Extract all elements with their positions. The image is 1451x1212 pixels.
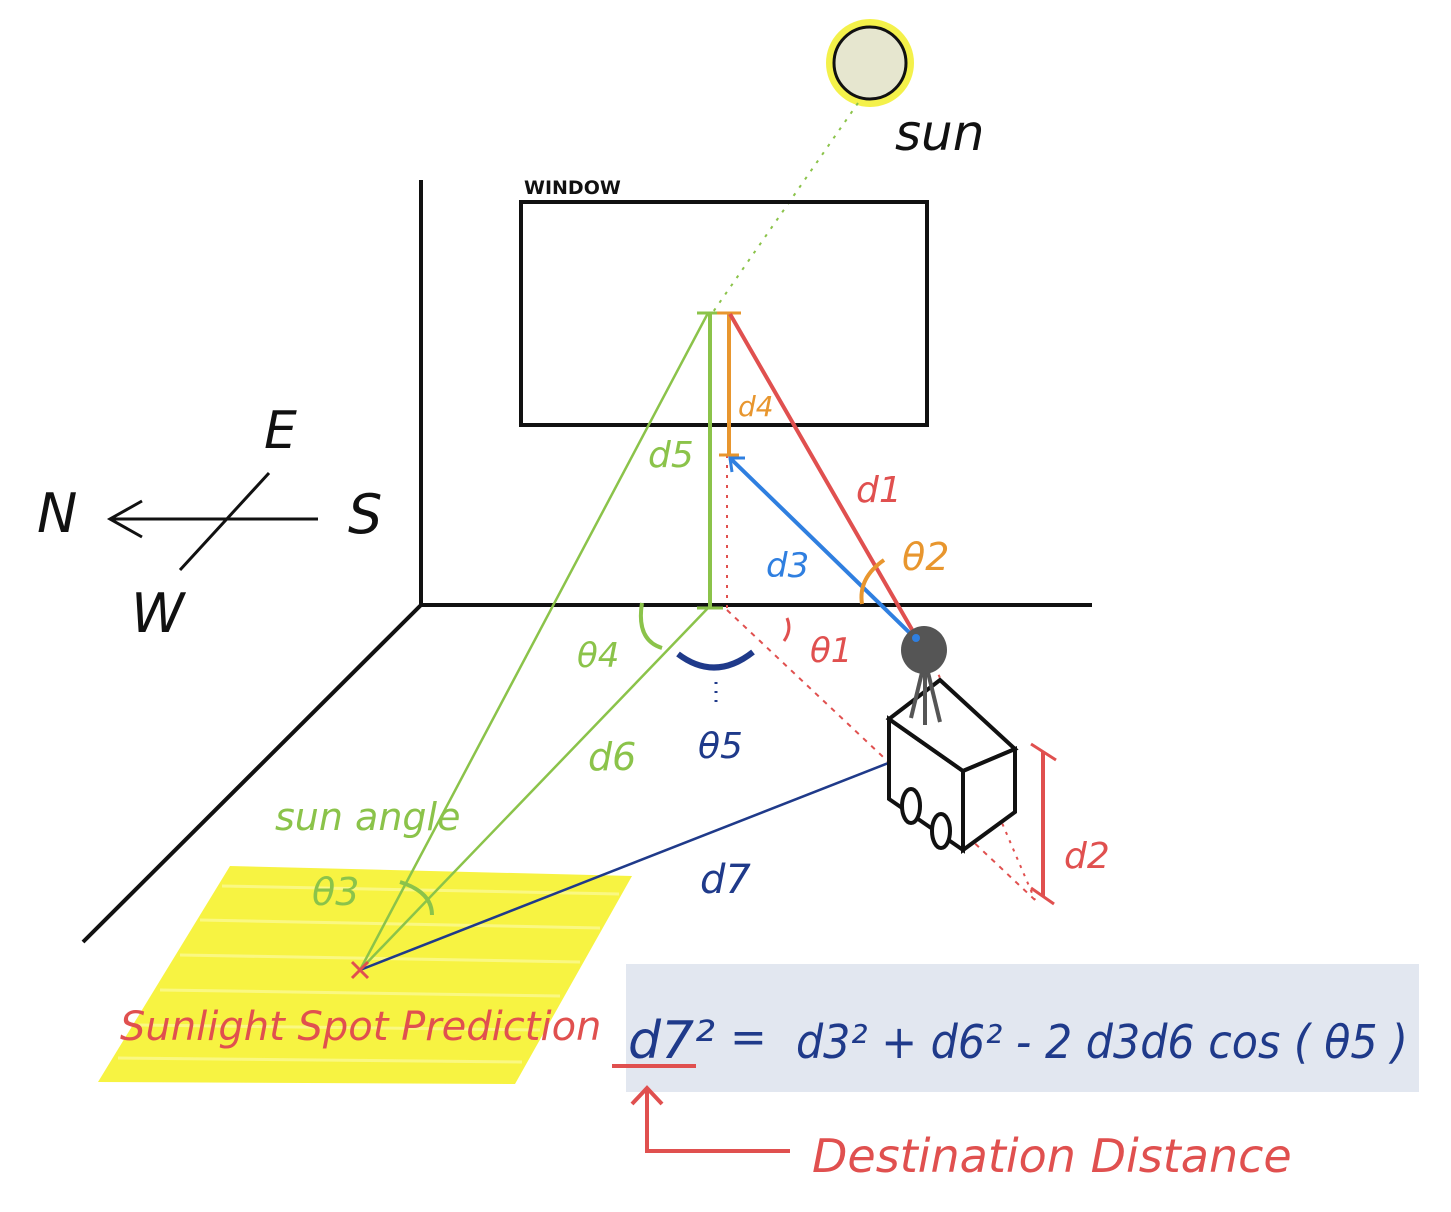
sun-angle-label: sun angle	[275, 795, 460, 839]
sun-label: sun	[895, 104, 984, 162]
theta2-label: θ2	[902, 535, 949, 579]
d2-top-cap	[1030, 742, 1057, 762]
compass-east-label: E	[264, 401, 297, 461]
theta5-label: θ5	[698, 726, 743, 767]
theta1-label: θ1	[810, 631, 852, 671]
formula-rhs: d3² + d6² - 2 d3d6 cos ( θ5 )	[796, 1015, 1408, 1069]
d7-line	[359, 758, 897, 972]
d3-arrowhead	[728, 456, 745, 473]
destination-arrow	[630, 1085, 790, 1153]
theta4-arc	[639, 602, 663, 650]
theta4-label: θ4	[577, 636, 619, 676]
compass-north-label: N	[37, 482, 77, 545]
destination-label: Destination Distance	[812, 1129, 1292, 1183]
theta1-arc	[782, 617, 791, 642]
theta3-label: θ3	[312, 870, 359, 914]
d1-label: d1	[856, 470, 902, 511]
d4-label: d4	[738, 390, 774, 423]
d3-label: d3	[766, 546, 809, 586]
robot	[885, 677, 1019, 854]
compass-west-label: W	[131, 582, 187, 645]
red-dotted-floor-guide	[726, 609, 1036, 901]
theta2-arc	[859, 558, 886, 605]
d2-label: d2	[1064, 836, 1110, 877]
d7-label: d7	[700, 857, 751, 903]
d2-bottom-cap	[1030, 886, 1055, 906]
robot-sensor-point	[912, 634, 920, 642]
d1-line	[728, 313, 920, 641]
formula-lhs: d7²	[628, 1011, 715, 1071]
d6-label: d6	[588, 735, 636, 779]
spot-label: Sunlight Spot Prediction	[120, 1004, 601, 1050]
compass-south-label: S	[348, 483, 382, 546]
theta5-arc	[676, 649, 755, 671]
floor-side-edge	[81, 603, 423, 944]
sun-to-spot-line	[358, 312, 710, 971]
sun-ray	[712, 102, 859, 313]
window-label: WINDOW	[524, 177, 621, 199]
sunlight-spot-stripes	[117, 884, 620, 1064]
formula-box	[626, 964, 1419, 1092]
spot-marker	[350, 960, 370, 980]
compass	[106, 471, 318, 572]
robot-camera-head	[901, 626, 947, 674]
formula-equals: =	[730, 1012, 767, 1063]
sun	[826, 19, 914, 107]
d5-label: d5	[648, 435, 694, 476]
d6-line	[359, 607, 709, 971]
window	[519, 200, 929, 427]
theta3-arc	[399, 880, 434, 916]
d3-line	[728, 456, 919, 642]
